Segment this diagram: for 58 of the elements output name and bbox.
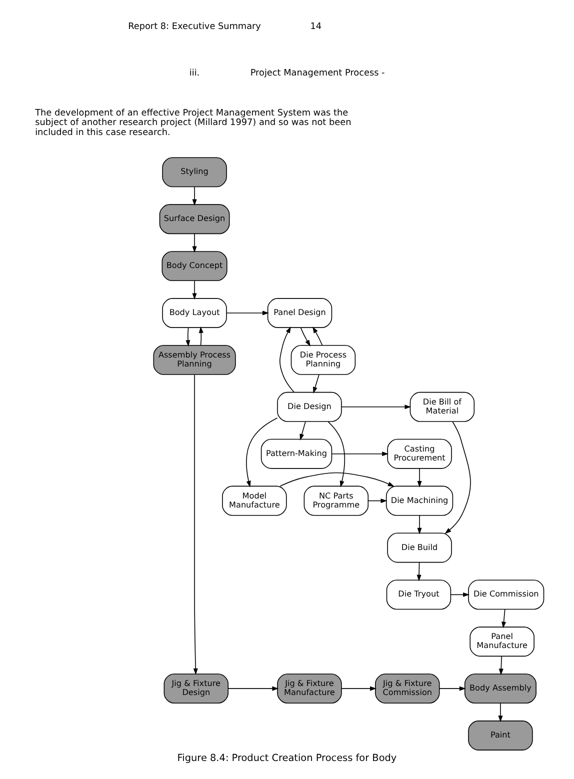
arrow (192, 186, 197, 206)
node-box: Jig & Fixture Manufacture (277, 674, 342, 704)
node-box: NC Parts Programme (304, 486, 369, 516)
node-box: Body Concept (162, 251, 228, 282)
node-box: Panel Manufacture (470, 626, 534, 657)
node-box: Surface Design (159, 204, 230, 234)
node-box: Styling (162, 157, 227, 188)
arrow (300, 327, 311, 346)
arrow (498, 656, 504, 676)
arrow (226, 310, 269, 316)
caption: Figure 8.4: Product Creation Process for Body (177, 753, 397, 764)
node-box: Jig & Fixture Commission (375, 674, 440, 704)
arrow (193, 374, 198, 675)
arrow (498, 702, 503, 722)
node-box: Die Design (277, 392, 342, 422)
label: Report 8: Executive Summary (128, 22, 261, 32)
node-box: Assembly Process Planning (153, 344, 236, 375)
label: The development of an effective Project Management System was the subject of another research project (Millard 1997) and so was not been included in this case research. (35, 108, 352, 138)
arrow (280, 326, 294, 392)
arrow (444, 421, 471, 534)
arrow (198, 326, 204, 346)
node-box: Jig & Fixture Design (164, 674, 229, 704)
arrow (228, 686, 279, 691)
arrow (312, 374, 320, 394)
node-box: Die Process Planning (290, 344, 356, 375)
arrow (341, 686, 376, 691)
node-box: Panel Design (267, 298, 332, 328)
node-box: Die Machining (386, 486, 454, 516)
arrow (368, 498, 388, 504)
node-box: Die Commission (468, 580, 544, 610)
arrow (192, 280, 197, 300)
node-box: Body Assembly (464, 674, 536, 704)
arrow (331, 452, 389, 456)
node-box: Pattern-Making (260, 438, 332, 469)
arrow (280, 472, 394, 487)
arrow (186, 327, 190, 347)
arrow (417, 515, 422, 534)
node-box: Paint (468, 720, 533, 750)
arrow (438, 686, 466, 691)
node-box: Body Layout (162, 298, 227, 328)
arrow (246, 418, 278, 488)
arrow (417, 468, 422, 488)
node-box: Casting Procurement (387, 438, 452, 469)
arrow (502, 608, 506, 628)
node-box: Die Build (387, 532, 452, 563)
label: Project Management Process - (250, 68, 385, 79)
arrow (192, 233, 197, 253)
arrow (328, 421, 346, 488)
node-box: Die Bill of Material (410, 392, 475, 422)
arrow (450, 592, 470, 597)
arrow (341, 404, 412, 410)
node-box: Die Tryout (386, 580, 452, 610)
node-box: Model Manufacture (222, 486, 287, 516)
label: 14 (310, 22, 322, 32)
arrow (416, 562, 422, 582)
arrow (300, 421, 306, 440)
arrow (312, 326, 323, 346)
label: iii. (189, 68, 200, 79)
